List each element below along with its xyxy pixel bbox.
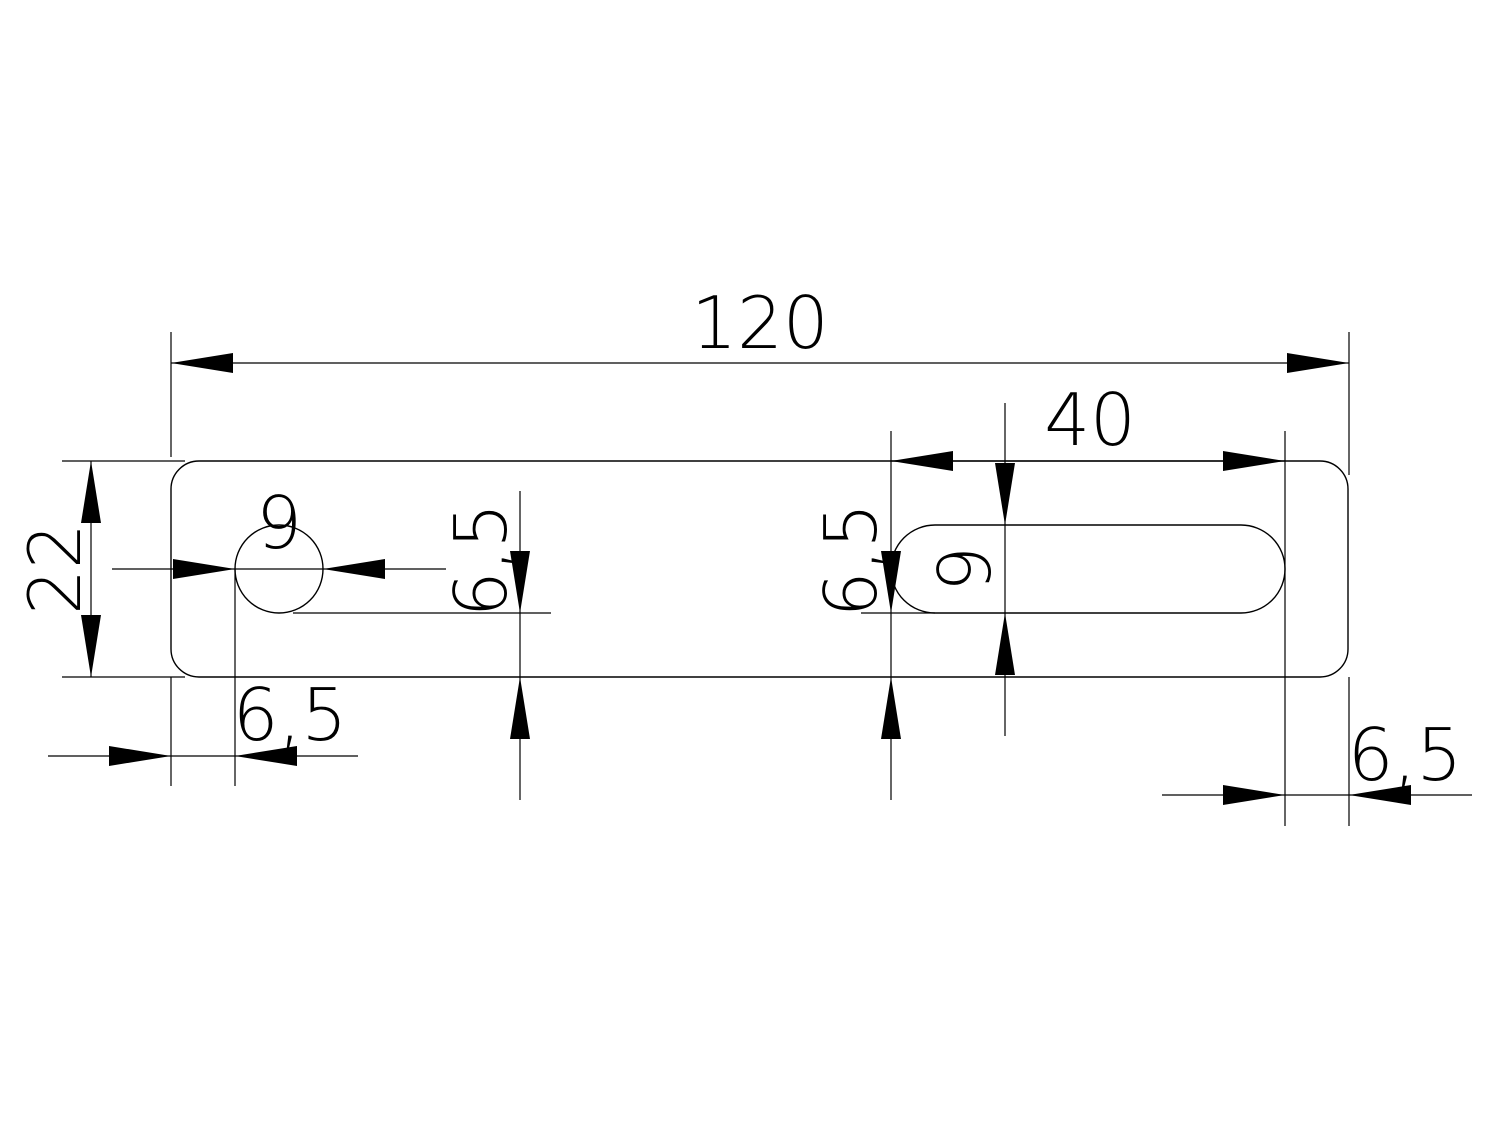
dimension-lines: [48, 332, 1472, 826]
dim-slot-offset-y: 6,5: [809, 503, 893, 618]
dimension-arrows: [81, 353, 1411, 805]
dim-hole-offset-x: 6,5: [233, 673, 348, 757]
dimension-labels: 120 22 9 6,5 6,5 40 9 6,5 6,5: [13, 281, 1462, 797]
dim-overall-height: 22: [13, 523, 97, 615]
dim-slot-width: 9: [923, 546, 1007, 592]
dim-hole-diameter: 9: [256, 481, 302, 565]
dim-slot-length: 40: [1044, 378, 1136, 462]
dim-hole-offset-y: 6,5: [439, 503, 523, 618]
dim-slot-offset-x: 6,5: [1348, 713, 1463, 797]
plate-outline: [170, 460, 1349, 678]
dim-overall-length: 120: [691, 281, 828, 365]
slot-outline: [890, 524, 1286, 614]
